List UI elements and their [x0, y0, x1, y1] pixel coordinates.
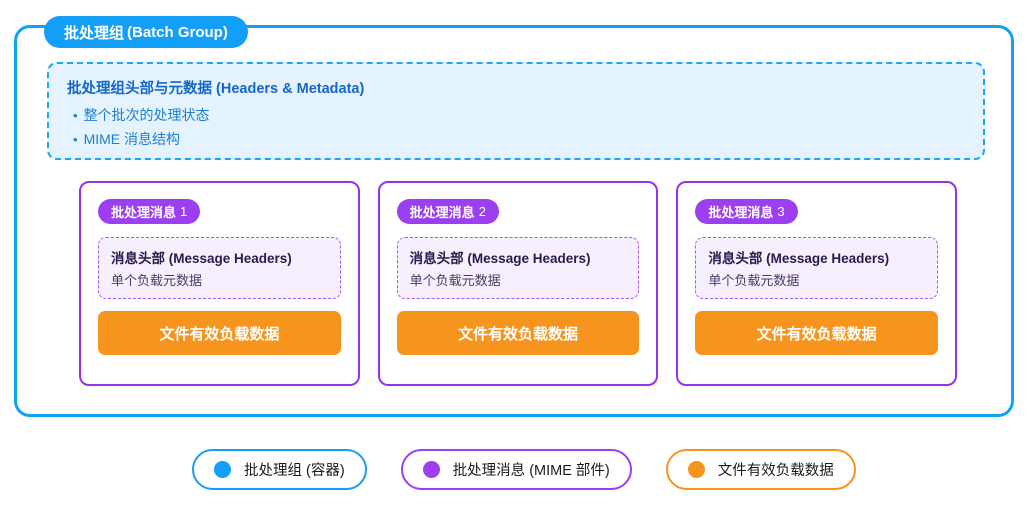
batch-group-title-cn: 批处理组: [64, 24, 125, 42]
batch-group-title-pill: 批处理组 (Batch Group): [44, 16, 248, 48]
batch-message-card: 批处理消息 3 消息头部 (Message Headers) 单个负载元数据 文…: [676, 181, 958, 386]
metadata-bullet-item: • 整个批次的处理状态: [73, 105, 965, 125]
message-badge-label: 批处理消息: [409, 205, 475, 220]
message-badge: 批处理消息 1: [98, 199, 201, 224]
message-badge: 批处理消息 2: [396, 199, 499, 224]
message-badge-number: 1: [180, 204, 188, 219]
message-badge-label: 批处理消息: [708, 205, 774, 220]
legend-item-file-payload: 文件有效负载数据: [665, 449, 856, 490]
legend-item-label: 文件有效负载数据: [717, 463, 834, 479]
file-payload-bar: 文件有效负载数据: [396, 311, 640, 355]
batch-group-title-en: (Batch Group): [127, 23, 228, 41]
batch-messages-row: 批处理消息 1 消息头部 (Message Headers) 单个负载元数据 文…: [79, 181, 958, 386]
message-headers-title: 消息头部 (Message Headers): [111, 251, 292, 266]
legend-dot-icon: [214, 461, 231, 478]
message-headers-subtitle: 单个负载元数据: [409, 273, 501, 288]
metadata-bullet-text: MIME 消息结构: [83, 131, 181, 147]
legend-dot-icon: [687, 461, 705, 478]
message-headers-box: 消息头部 (Message Headers) 单个负载元数据: [396, 237, 640, 299]
bullet-dot-icon: •: [73, 132, 78, 147]
legend-item-label: 批处理消息 (MIME 部件): [452, 463, 610, 479]
legend-item-label: 批处理组 (容器): [244, 463, 345, 479]
message-headers-box: 消息头部 (Message Headers) 单个负载元数据: [98, 237, 341, 299]
message-headers-title: 消息头部 (Message Headers): [409, 251, 591, 266]
message-badge-label: 批处理消息: [111, 205, 177, 220]
batch-message-card: 批处理消息 1 消息头部 (Message Headers) 单个负载元数据 文…: [79, 181, 360, 386]
metadata-title: 批处理组头部与元数据 (Headers & Metadata): [67, 81, 365, 97]
message-headers-subtitle: 单个负载元数据: [708, 273, 800, 288]
file-payload-bar: 文件有效负载数据: [695, 311, 939, 355]
message-headers-title: 消息头部 (Message Headers): [708, 251, 890, 266]
headers-metadata-box: 批处理组头部与元数据 (Headers & Metadata) • 整个批次的处…: [47, 62, 985, 160]
legend: 批处理组 (容器) 批处理消息 (MIME 部件) 文件有效负载数据: [192, 449, 856, 490]
legend-item-batch-message: 批处理消息 (MIME 部件): [400, 449, 632, 490]
batch-message-card: 批处理消息 2 消息头部 (Message Headers) 单个负载元数据 文…: [377, 181, 659, 386]
metadata-bullet-item: • MIME 消息结构: [73, 129, 965, 149]
message-headers-subtitle: 单个负载元数据: [111, 273, 203, 288]
message-badge-number: 3: [777, 204, 785, 219]
legend-dot-icon: [422, 461, 440, 478]
bullet-dot-icon: •: [73, 108, 78, 123]
metadata-bullet-text: 整个批次的处理状态: [83, 107, 210, 123]
file-payload-bar: 文件有效负载数据: [98, 311, 341, 355]
message-badge-number: 2: [478, 204, 486, 219]
legend-item-batch-group: 批处理组 (容器): [192, 449, 367, 490]
message-headers-box: 消息头部 (Message Headers) 单个负载元数据: [695, 237, 939, 299]
message-badge: 批处理消息 3: [695, 199, 798, 224]
batch-group-container: 批处理组头部与元数据 (Headers & Metadata) • 整个批次的处…: [14, 25, 1014, 417]
